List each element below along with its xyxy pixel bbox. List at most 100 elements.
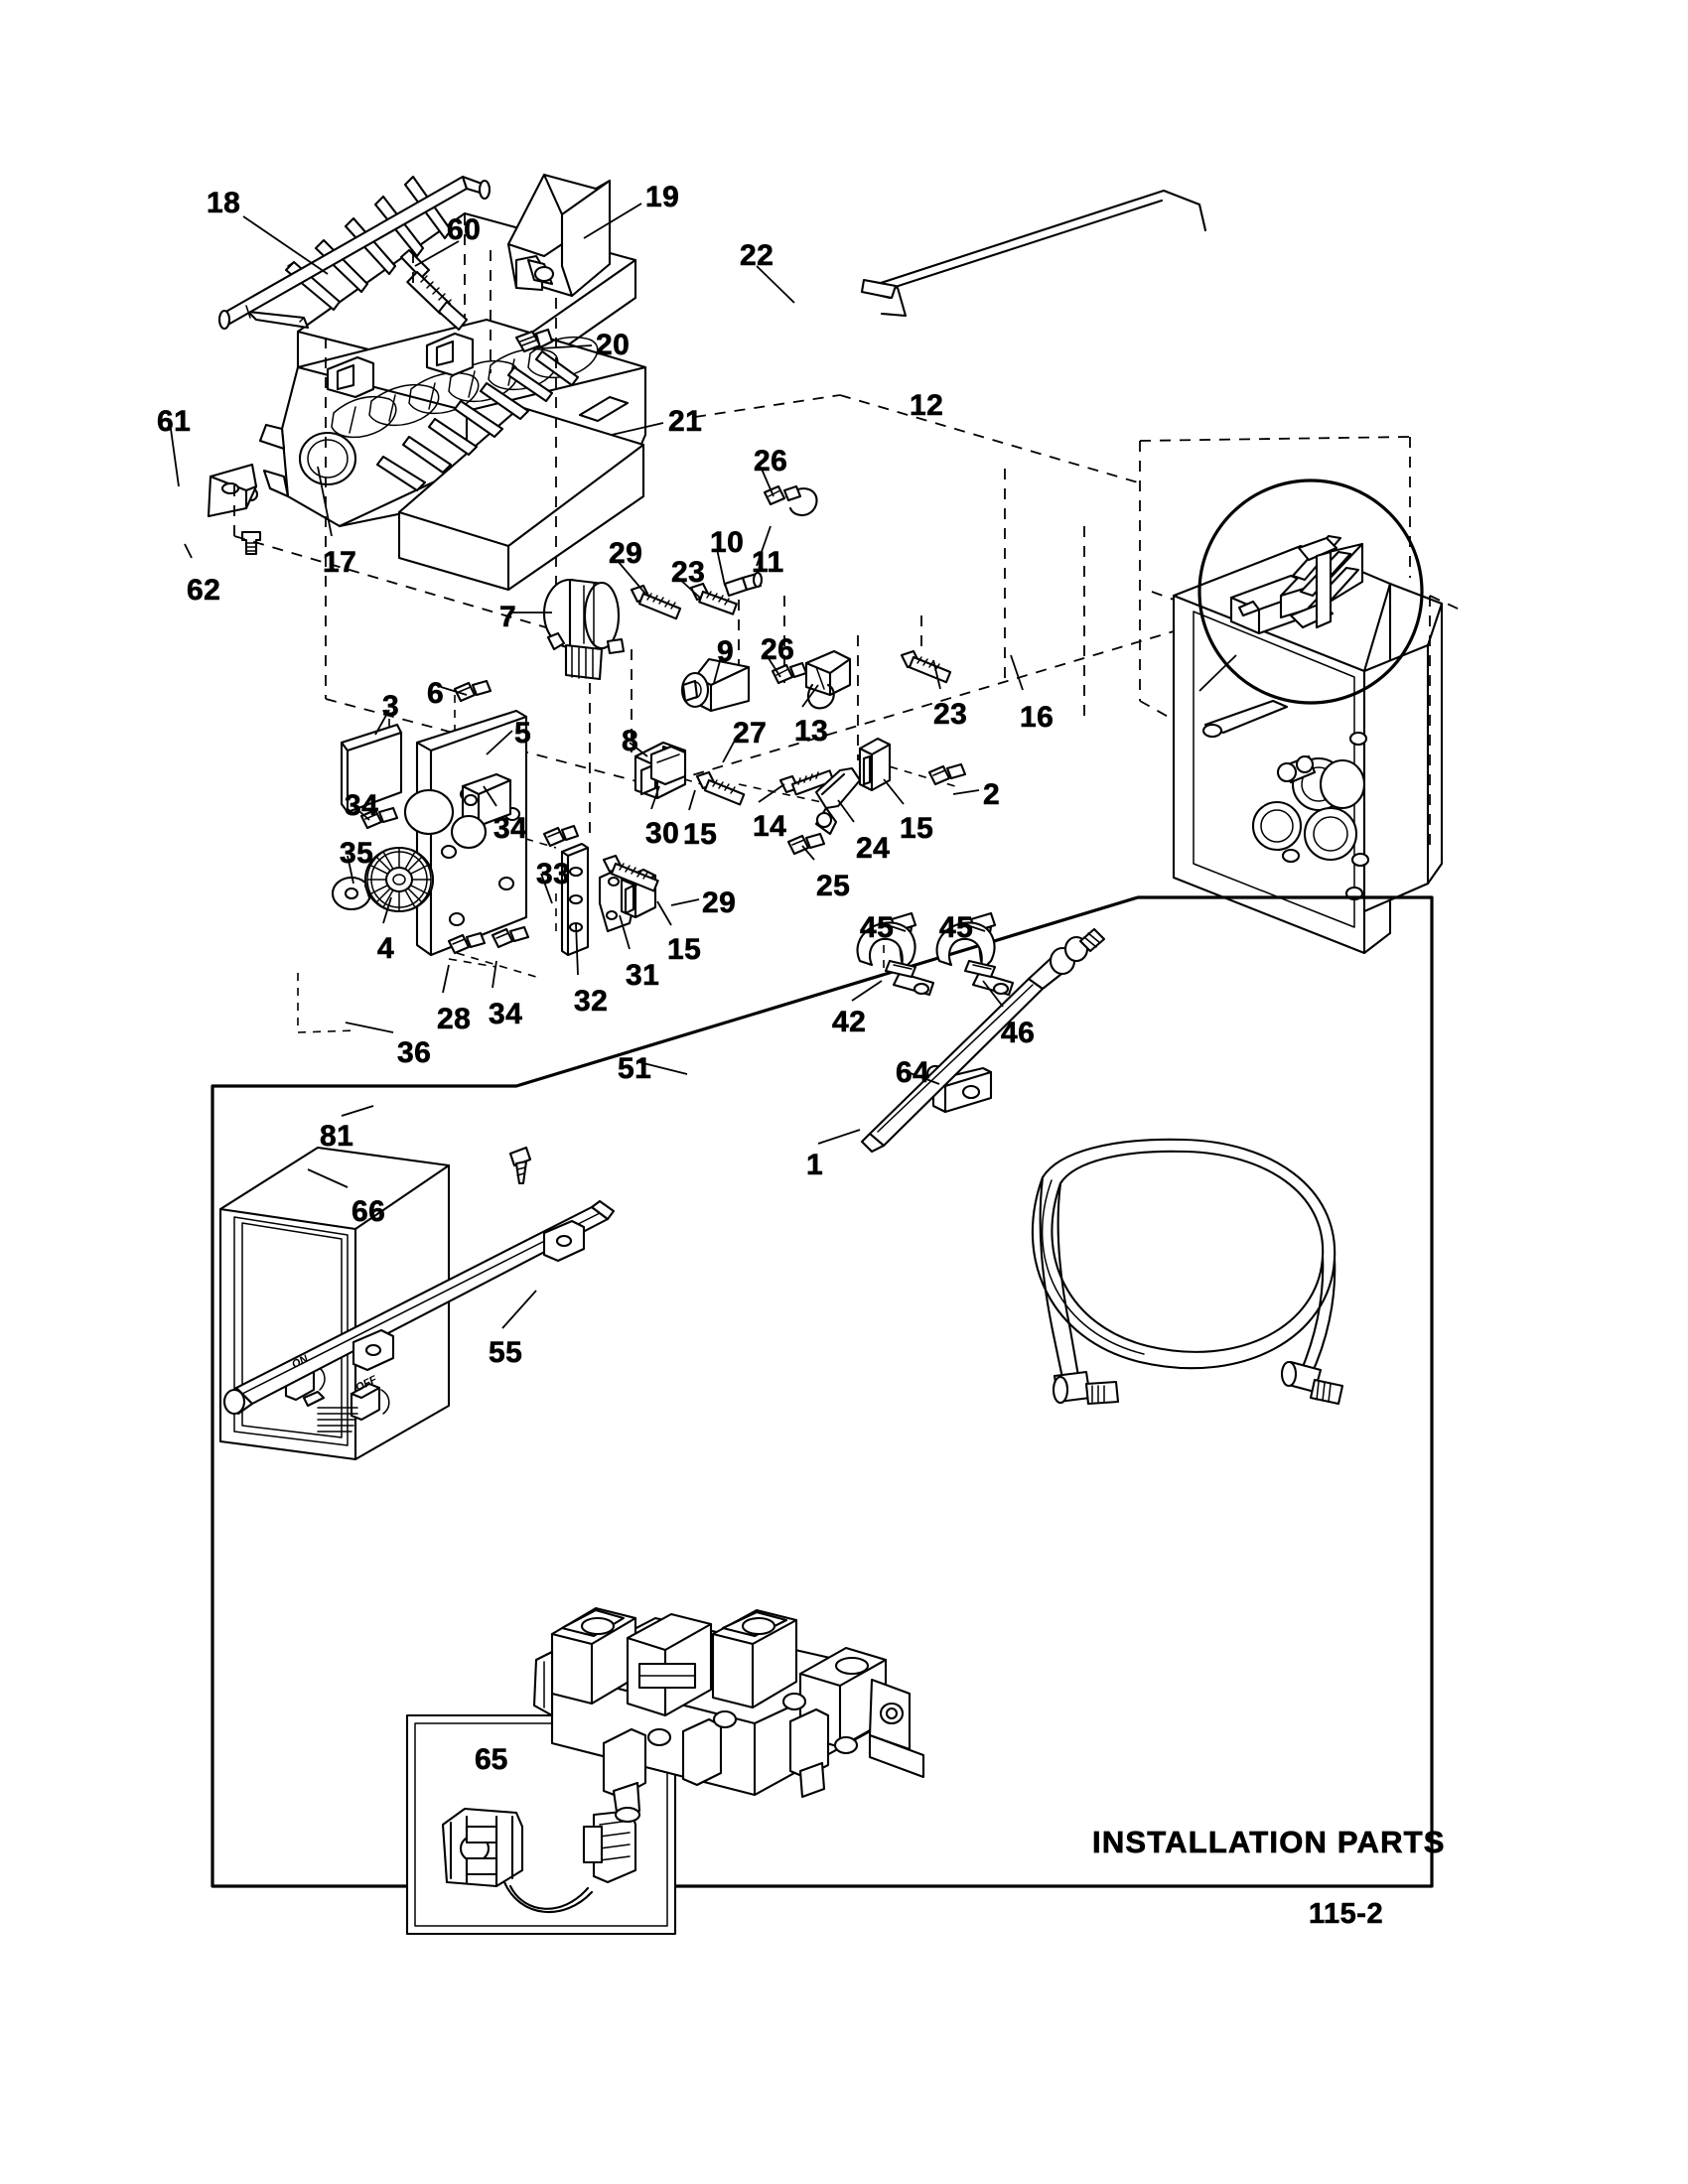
callout-2: 2 <box>983 778 1001 811</box>
callout-15: 15 <box>900 812 934 845</box>
leader-8 <box>629 742 648 757</box>
leader-15 <box>688 789 696 811</box>
leader-17 <box>317 466 333 537</box>
part-26-clip-a <box>763 484 818 517</box>
part-34-screw-c <box>491 925 530 949</box>
part-30-15-switch <box>649 745 687 786</box>
leader-23 <box>932 659 941 690</box>
detail-circle-12 <box>1197 478 1424 705</box>
callout-14: 14 <box>753 810 787 843</box>
leader-9 <box>713 656 722 684</box>
callout-20: 20 <box>596 329 631 361</box>
leader-34 <box>492 960 497 989</box>
part-4-gear <box>363 846 435 913</box>
leader-27 <box>722 736 738 763</box>
callout-23: 23 <box>933 698 968 731</box>
callout-66: 66 <box>352 1195 386 1228</box>
leader-62 <box>184 543 193 559</box>
leader-36 <box>345 1022 394 1033</box>
part-9-motor-coil <box>680 657 751 713</box>
part-42-clamp <box>856 921 935 997</box>
leader-29 <box>617 560 646 595</box>
part-20-screw <box>514 328 554 353</box>
part-29-screw-a <box>630 584 682 620</box>
part-61-bracket <box>207 463 258 518</box>
inset-number-65: 65 <box>475 1743 508 1777</box>
part-7-motor <box>542 578 626 681</box>
leader-15 <box>656 900 672 926</box>
part-3-insulation <box>340 723 403 814</box>
callout-16: 16 <box>1020 701 1055 734</box>
leader-24 <box>837 799 855 823</box>
callout-60: 60 <box>447 213 482 246</box>
leader-66 <box>307 1168 349 1188</box>
leader-25 <box>801 845 815 861</box>
leader-32 <box>575 922 579 976</box>
part-33-screw <box>542 824 580 848</box>
callout-32: 32 <box>574 985 609 1018</box>
part-66-tube <box>222 1199 616 1416</box>
part-14-screw <box>778 769 835 796</box>
callout-29: 29 <box>702 887 737 919</box>
leader-5 <box>486 730 513 755</box>
leader-61 <box>170 428 180 487</box>
callout-8: 8 <box>622 725 639 757</box>
leader-13 <box>801 684 819 708</box>
part-46-clamp <box>935 921 1015 997</box>
callout-26: 26 <box>761 633 795 666</box>
part-22-fill-tube <box>860 189 1207 318</box>
part-28-screw <box>447 931 487 955</box>
callout-15: 15 <box>667 933 702 966</box>
leader-81 <box>341 1105 374 1117</box>
leader-19 <box>583 203 642 239</box>
callout-34: 34 <box>493 812 528 845</box>
callout-15: 15 <box>683 818 718 851</box>
callout-27: 27 <box>733 717 768 750</box>
part-19-fill-cup <box>506 173 612 298</box>
callout-1: 1 <box>806 1149 824 1181</box>
callout-7: 7 <box>499 601 517 633</box>
callout-30: 30 <box>645 817 680 850</box>
callout-55: 55 <box>489 1336 523 1369</box>
part-2-screw <box>927 762 967 786</box>
leader-16 <box>1010 654 1024 691</box>
callout-10: 10 <box>710 526 745 559</box>
leader-29 <box>670 898 700 906</box>
part-81-screw <box>508 1146 532 1185</box>
part-5-mounting-plate <box>403 709 528 957</box>
callout-62: 62 <box>187 574 221 607</box>
part-23-screw-a <box>689 582 738 615</box>
callout-64: 64 <box>896 1056 930 1089</box>
leader-34 <box>352 805 370 821</box>
callout-leader-lines <box>170 203 1024 1329</box>
leader-35 <box>347 855 354 885</box>
leader-42 <box>851 980 883 1002</box>
inset-box-65 <box>405 1713 677 1936</box>
callout-5: 5 <box>514 717 532 750</box>
callout-13: 13 <box>794 715 829 748</box>
leader-26 <box>760 466 774 497</box>
part-29-screw-b <box>602 854 659 892</box>
callout-18: 18 <box>207 187 241 219</box>
leader-23 <box>677 577 702 600</box>
callout-81: 81 <box>320 1120 354 1153</box>
callout-46: 46 <box>1001 1017 1036 1049</box>
callout-26: 26 <box>754 445 788 478</box>
sheet-code: 115-2 <box>1309 1898 1384 1931</box>
callout-42: 42 <box>832 1006 867 1038</box>
callout-21: 21 <box>668 405 703 438</box>
callout-35: 35 <box>340 837 374 870</box>
leader-6 <box>440 686 468 696</box>
part-15-switch-b <box>858 737 892 792</box>
part-27-screw <box>695 770 746 806</box>
leader-2 <box>952 789 980 795</box>
part-60-screw <box>399 248 469 332</box>
leader-60 <box>414 240 460 267</box>
callout-45: 45 <box>939 911 974 944</box>
callout-45: 45 <box>860 911 895 944</box>
callout-23: 23 <box>671 556 706 589</box>
leader-26 <box>766 654 781 678</box>
part-10-11-shaft <box>723 571 764 598</box>
